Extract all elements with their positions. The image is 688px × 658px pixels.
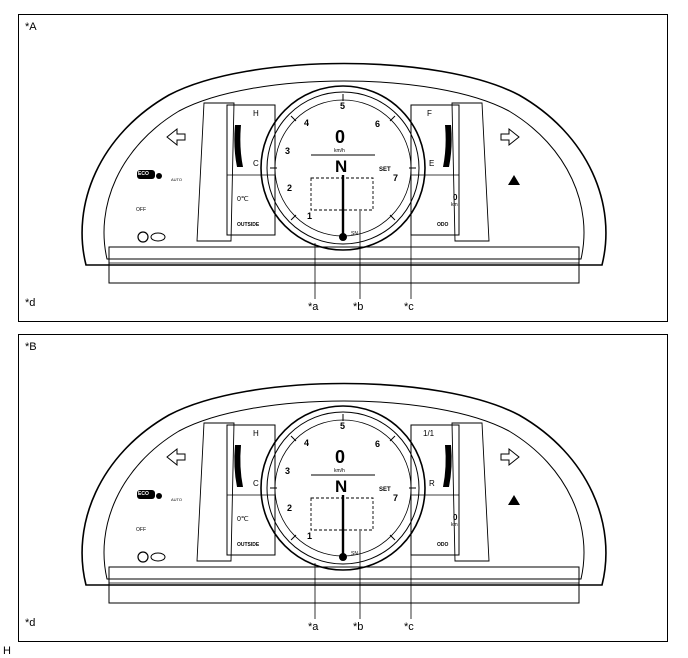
- outside-temp-value: 0℃: [237, 196, 249, 203]
- tick-label-2: 2: [287, 183, 293, 193]
- temp-top-label: H: [253, 109, 259, 118]
- callout-a: *a: [308, 621, 319, 633]
- callout-d: *d: [25, 617, 36, 629]
- tick-label-7: 7: [393, 173, 399, 183]
- gear-indicator: N: [335, 477, 348, 496]
- outside-label: OUTSIDE: [237, 542, 260, 548]
- figure-code: H: [3, 645, 11, 657]
- speed-unit: km/h: [334, 468, 345, 474]
- temp-bottom-label: C: [253, 479, 259, 488]
- tick-label-3: 3: [285, 146, 291, 156]
- auto-indicator: AUTO: [171, 177, 183, 182]
- tick-label-4: 4: [304, 438, 310, 448]
- speed-readout: 0: [335, 447, 346, 467]
- odo-value: 0: [453, 513, 458, 522]
- callout-b: *b: [353, 301, 364, 313]
- fuel-bottom-label: E: [429, 159, 435, 168]
- odo-unit: km: [451, 522, 458, 528]
- set-label: SET: [379, 487, 391, 493]
- speed-unit: km/h: [334, 148, 345, 154]
- temp-top-label: H: [253, 429, 259, 438]
- callout-c: *c: [404, 301, 414, 313]
- callout-d: *d: [25, 297, 36, 309]
- callout-b: *b: [353, 621, 364, 633]
- eco-indicator: ECO: [138, 491, 149, 497]
- tick-label-7: 7: [393, 493, 399, 503]
- diagram-panel-b: *B *d: [18, 334, 668, 642]
- eco-indicator: ECO: [138, 171, 149, 177]
- off-indicator: OFF: [136, 527, 146, 533]
- diagram-panel-a: *A *d: [18, 14, 668, 322]
- fuel-top-label: 1/1: [423, 429, 435, 438]
- gear-indicator: N: [335, 157, 348, 176]
- temp-bottom-label: C: [253, 159, 259, 168]
- odo-value: 0: [453, 193, 458, 202]
- odo-label: ODO: [437, 222, 449, 228]
- speed-readout: 0: [335, 127, 346, 147]
- fuel-bottom-label: R: [429, 479, 435, 488]
- outside-label: OUTSIDE: [237, 222, 260, 228]
- odo-label: ODO: [437, 542, 449, 548]
- tick-label-3: 3: [285, 466, 291, 476]
- outside-temp-value: 0℃: [237, 516, 249, 523]
- tick-label-1: 1: [307, 211, 313, 221]
- set-label: SET: [379, 167, 391, 173]
- instrument-cluster-illustration: [81, 62, 607, 299]
- sn-label: SN: [351, 231, 358, 237]
- fuel-top-label: F: [427, 109, 432, 118]
- auto-indicator: AUTO: [171, 497, 183, 502]
- tick-label-6: 6: [375, 119, 381, 129]
- panel-label: *B: [25, 341, 37, 353]
- callout-c: *c: [404, 621, 414, 633]
- tick-label-5: 5: [340, 101, 346, 111]
- off-indicator: OFF: [136, 207, 146, 213]
- tick-label-5: 5: [340, 421, 346, 431]
- callout-a: *a: [308, 301, 319, 313]
- panel-label: *A: [25, 21, 37, 33]
- sn-label: SN: [351, 551, 358, 557]
- tick-label-4: 4: [304, 118, 310, 128]
- tick-label-6: 6: [375, 439, 381, 449]
- tick-label-2: 2: [287, 503, 293, 513]
- odo-unit: km: [451, 202, 458, 208]
- instrument-cluster-illustration: [81, 382, 607, 619]
- tick-label-1: 1: [307, 531, 313, 541]
